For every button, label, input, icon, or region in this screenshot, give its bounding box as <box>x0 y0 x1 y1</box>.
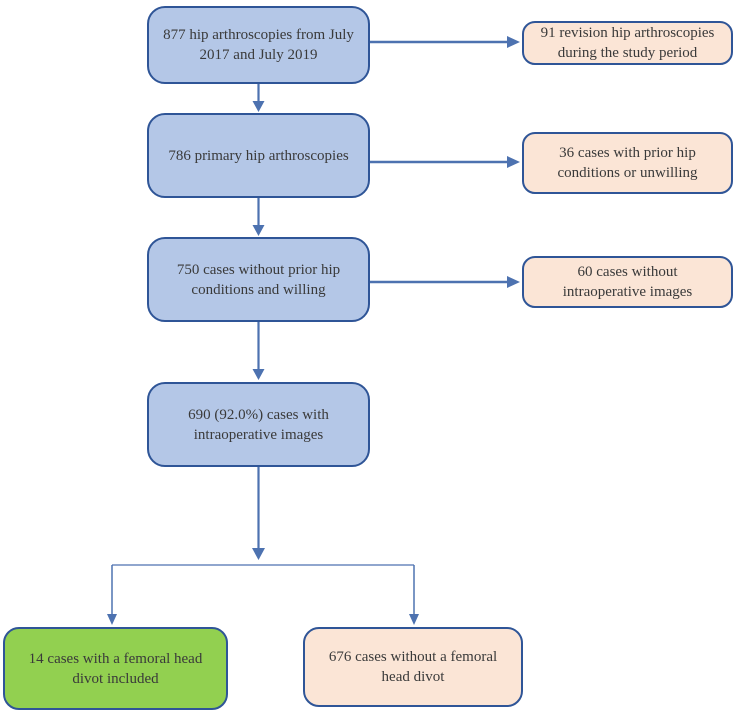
edge-total-primary <box>252 84 265 112</box>
edge-split-nodivot <box>409 565 419 625</box>
edge-total-revision <box>370 36 520 48</box>
node-label: 91 revision hip arthroscopies during the… <box>540 25 715 61</box>
node-label: 60 cases without intraoperative images <box>562 264 693 300</box>
edge-primary-prior <box>370 156 520 168</box>
edge-primary-eligible <box>252 198 265 236</box>
edge-split-divot <box>107 565 117 625</box>
node-cases-with-images: 690 (92.0%) cases with intraoperative im… <box>147 382 370 467</box>
node-outcome-no-divot: 676 cases without a femoral head divot <box>303 627 523 707</box>
node-label: 690 (92.0%) cases with intraoperative im… <box>188 406 329 443</box>
node-label: 786 primary hip arthroscopies <box>168 147 349 164</box>
node-label: 36 cases with prior hip conditions or un… <box>557 145 698 181</box>
edge-eligible-noimages <box>370 276 520 288</box>
node-excluded-revision: 91 revision hip arthroscopies during the… <box>522 21 733 65</box>
node-outcome-divot-included: 14 cases with a femoral head divot inclu… <box>3 627 228 710</box>
node-excluded-no-images: 60 cases without intraoperative images <box>522 256 733 308</box>
edge-eligible-images <box>252 322 265 380</box>
edge-images-split <box>252 467 265 560</box>
node-total-arthroscopies: 877 hip arthroscopies from July 2017 and… <box>147 6 370 84</box>
node-excluded-prior-conditions: 36 cases with prior hip conditions or un… <box>522 132 733 194</box>
node-primary-arthroscopies: 786 primary hip arthroscopies <box>147 113 370 198</box>
node-eligible-cases: 750 cases without prior hip conditions a… <box>147 237 370 322</box>
node-label: 877 hip arthroscopies from July 2017 and… <box>163 27 354 63</box>
node-label: 676 cases without a femoral head divot <box>328 649 498 685</box>
node-label: 14 cases with a femoral head divot inclu… <box>28 650 203 687</box>
node-label: 750 cases without prior hip conditions a… <box>176 261 341 298</box>
